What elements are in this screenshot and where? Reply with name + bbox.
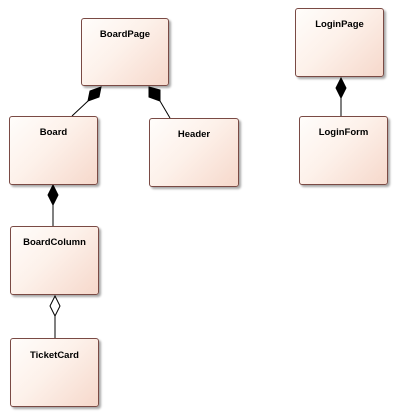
composition-diamond [47,183,59,207]
composition-boardpage-header[interactable] [148,86,171,119]
aggregation-diamond [49,294,61,318]
class-board[interactable]: Board [9,116,98,185]
composition-diamond [148,86,161,102]
composition-loginpage-loginform[interactable] [335,76,347,116]
class-boardcolumn[interactable]: BoardColumn [10,226,99,295]
class-name: Board [39,127,68,138]
class-header[interactable]: Header [149,118,239,187]
class-loginform[interactable]: LoginForm [299,116,388,185]
composition-boardpage-board[interactable] [71,86,102,117]
class-name: LoginPage [315,19,364,30]
class-name: Header [177,129,211,140]
class-name: TicketCard [30,350,79,361]
class-name: LoginForm [318,127,369,138]
composition-diamond [335,76,347,100]
class-loginpage[interactable]: LoginPage [295,8,384,77]
class-name: BoardColumn [23,237,86,248]
composition-diamond [87,86,102,102]
class-boardpage[interactable]: BoardPage [81,18,169,86]
composition-board-boardcolumn[interactable] [47,183,59,226]
aggregation-boardcolumn-ticketcard[interactable] [49,294,61,338]
class-name: BoardPage [99,29,151,40]
class-ticketcard[interactable]: TicketCard [10,338,99,407]
